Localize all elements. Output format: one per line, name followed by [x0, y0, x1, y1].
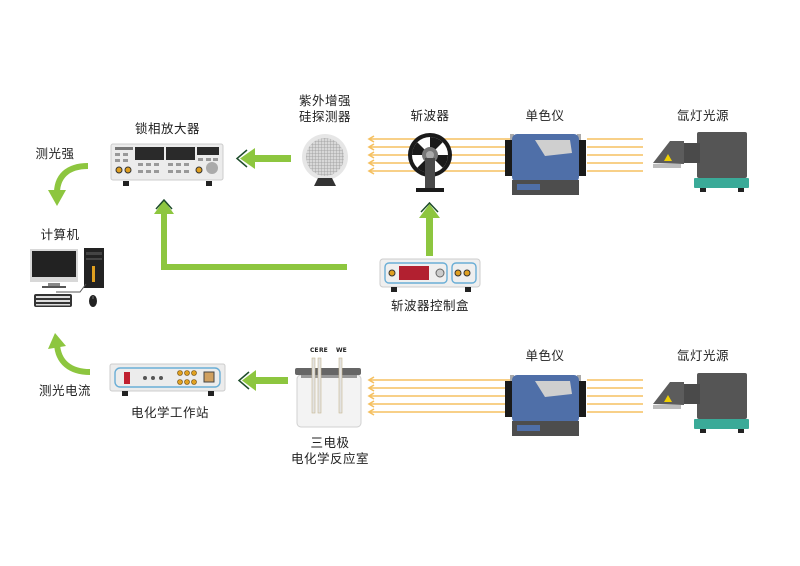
- arrow-workstation-to-computer: [48, 333, 91, 375]
- arrow-controller-to-lockin: [154, 198, 347, 270]
- arrow-detector-to-lockin: [235, 148, 291, 169]
- label-lockin-amplifier: 锁相放大器: [134, 121, 200, 136]
- label-electrochemical-workstation: 电化学工作站: [130, 405, 209, 420]
- label-monochromator-top: 单色仪: [525, 108, 565, 123]
- chopper-controller-box: [379, 258, 481, 292]
- arrow-lockin-to-computer: [48, 163, 89, 206]
- xenon-lamp-bottom: [653, 373, 749, 433]
- electrode-label-re: RE: [319, 347, 328, 354]
- electrode-label-we: WE: [336, 347, 347, 354]
- lock-in-amplifier: [110, 143, 224, 186]
- warning-icon: [664, 395, 672, 402]
- label-xenon-lamp-bottom: 氙灯光源: [676, 348, 729, 363]
- three-electrode-cell: CE RE WE: [295, 347, 362, 428]
- label-cell-line2: 电化学反应室: [290, 451, 369, 466]
- monochromator-bottom: [505, 375, 586, 436]
- label-measure-photocurrent: 测光电流: [38, 383, 91, 398]
- xenon-lamp-top: [653, 132, 749, 192]
- arrow-controller-to-chopper: [419, 201, 440, 256]
- electrode-label-ce: CE: [310, 347, 319, 354]
- label-xenon-lamp-top: 氙灯光源: [676, 108, 729, 123]
- monochromator-top: [505, 134, 586, 195]
- chopper-wheel: [408, 133, 452, 192]
- computer: [30, 248, 104, 307]
- light-beam-source-to-mono-bottom: [587, 379, 643, 413]
- label-monochromator-bottom: 单色仪: [525, 348, 565, 363]
- electrochemical-workstation: [109, 363, 226, 396]
- label-detector-line1: 紫外增强: [298, 93, 351, 108]
- label-chopper: 斩波器: [410, 108, 450, 123]
- label-measure-light-intensity: 测光强: [35, 146, 75, 161]
- label-cell-line1: 三电极: [310, 435, 350, 450]
- light-beam-source-to-mono-top: [587, 138, 643, 172]
- warning-icon: [664, 154, 672, 161]
- label-computer: 计算机: [40, 227, 80, 242]
- uv-silicon-detector: [302, 134, 348, 186]
- label-chopper-controller: 斩波器控制盒: [390, 298, 469, 313]
- light-beam-mono-to-cell-bottom: [367, 376, 510, 416]
- label-detector-line2: 硅探测器: [298, 109, 351, 124]
- arrow-cell-to-workstation: [237, 370, 288, 391]
